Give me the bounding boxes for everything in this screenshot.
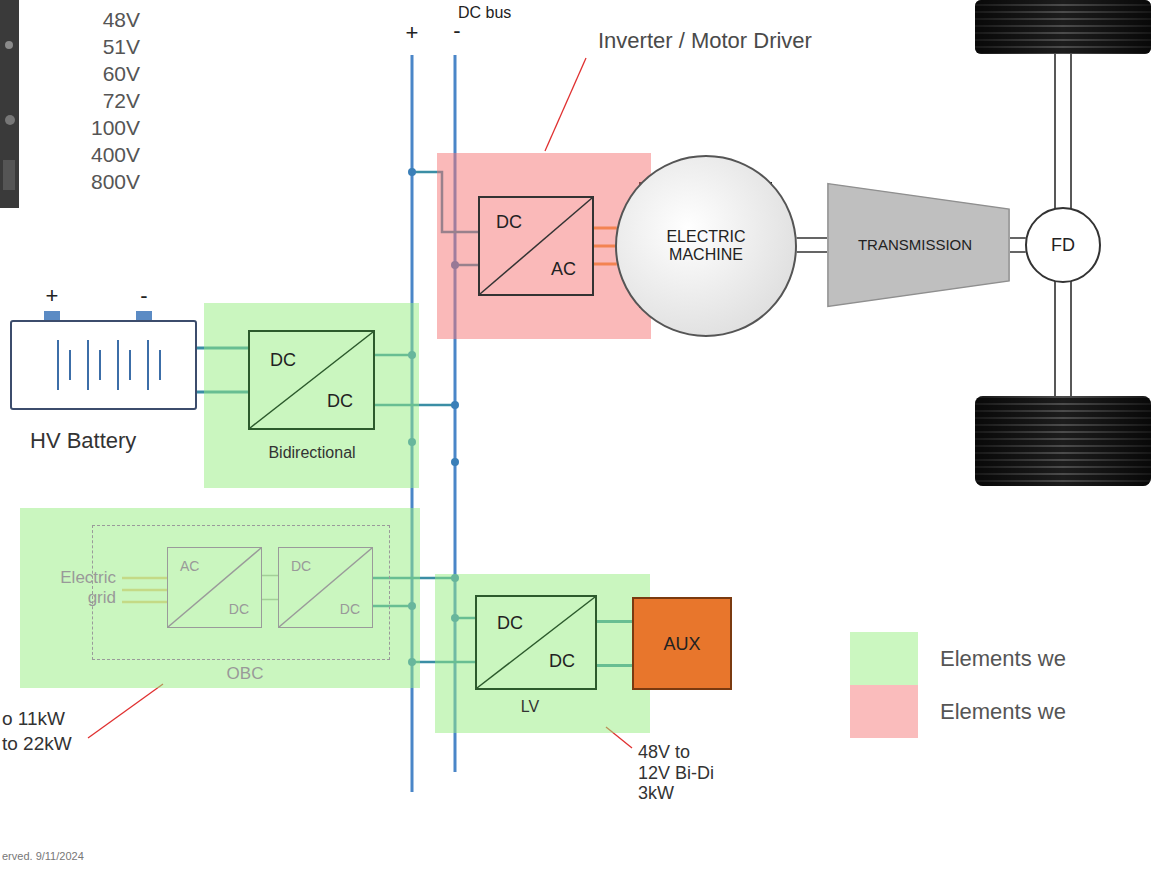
text-label: to 22kW [2, 733, 72, 755]
text-label: + [406, 20, 419, 45]
cell-plate [159, 350, 161, 380]
text-label: o 11kW [2, 708, 65, 730]
port-label: DC [270, 350, 296, 371]
diagonal-line [480, 198, 592, 294]
converter-box: DC DC [475, 595, 597, 690]
converter-box: DC AC [478, 196, 594, 296]
text-label: 400V [91, 143, 140, 167]
leader-line [88, 684, 163, 738]
aux-box: AUX [632, 597, 732, 690]
wheel-shading [975, 396, 1151, 486]
text-label: Electric grid [42, 568, 116, 607]
text-label: erved. 9/11/2024 [2, 850, 84, 863]
transmission-trapezoid: TRANSMISSION [827, 183, 1010, 307]
region-label: OBC [227, 664, 264, 684]
photo-detail [5, 115, 15, 125]
text-label: 48V [103, 8, 140, 32]
text-label: 100V [91, 116, 140, 140]
converter-box: DC DC [278, 547, 373, 628]
wheel [975, 0, 1151, 54]
wheel-shading [975, 0, 1151, 54]
junction-dot [408, 168, 416, 176]
text-label: + [46, 283, 59, 308]
wire-connector [1010, 238, 1026, 252]
text-label: 51V [103, 35, 140, 59]
electric-machine-circle: ELECTRIC MACHINE [615, 155, 797, 337]
cell-plate [117, 340, 119, 390]
cell-plate [129, 350, 131, 380]
port-label: AC [551, 259, 576, 280]
photo-strip [0, 0, 19, 208]
port-label: DC [549, 651, 575, 672]
legend-text: Elements we [940, 699, 1066, 724]
region-label: LV [521, 698, 539, 716]
photo-detail [5, 41, 13, 49]
final-drive-label: FD [1051, 235, 1075, 256]
converter-diagonal [477, 597, 595, 688]
text-label: - [453, 18, 460, 43]
dashed-outline [92, 525, 390, 660]
junction-dot [451, 401, 459, 409]
region-label: Bidirectional [268, 444, 355, 462]
port-label: AC [180, 558, 199, 574]
port-label: DC [340, 601, 360, 617]
junction-dot [451, 458, 459, 466]
cell-plate [69, 350, 71, 380]
diagonal-line [477, 597, 595, 688]
wheel [975, 396, 1151, 486]
highlight-region: Bidirectional DC DC [204, 303, 419, 488]
machine-label: ELECTRIC MACHINE [644, 228, 768, 265]
port-label: DC [229, 601, 249, 617]
text-label: - [140, 283, 147, 308]
port-label: DC [497, 613, 523, 634]
text-label: 60V [103, 62, 140, 86]
converter-diagonal [250, 332, 373, 428]
battery-cells [58, 340, 160, 390]
converter-box: AC DC [167, 547, 262, 628]
battery-box: HV Battery [10, 320, 197, 410]
diagonal-line [168, 548, 261, 627]
text-label: 72V [103, 89, 140, 113]
legend-swatch [850, 632, 918, 685]
aux-label: AUX [663, 633, 700, 654]
port-label: DC [496, 212, 522, 233]
cell-plate [87, 340, 89, 390]
cell-plate [57, 340, 59, 390]
diagonal-line [279, 548, 372, 627]
text-label: 48V to 12V Bi-Di 3kW [638, 742, 724, 804]
legend-swatch [850, 685, 918, 738]
port-label: DC [291, 558, 311, 574]
transmission-label: TRANSMISSION [858, 236, 972, 253]
leader-line [545, 58, 586, 151]
port-label: DC [327, 391, 353, 412]
cell-plate [147, 340, 149, 390]
text-label: 800V [91, 170, 140, 194]
final-drive-circle: FD [1025, 207, 1101, 283]
photo-detail [3, 160, 15, 190]
cell-plate [99, 350, 101, 380]
text-label: DC bus [458, 4, 511, 22]
legend-text: Elements we [940, 646, 1066, 671]
diagonal-line [250, 332, 373, 428]
highlight-region: LV DC DC [435, 574, 650, 733]
trapezoid-shape [828, 184, 1009, 307]
wire-connector [797, 238, 827, 252]
callout-label: Inverter / Motor Driver [598, 28, 812, 53]
highlight-region: OBC AC DC DC DC [20, 508, 420, 688]
converter-box: DC DC [248, 330, 375, 430]
battery-label: HV Battery [30, 428, 136, 453]
